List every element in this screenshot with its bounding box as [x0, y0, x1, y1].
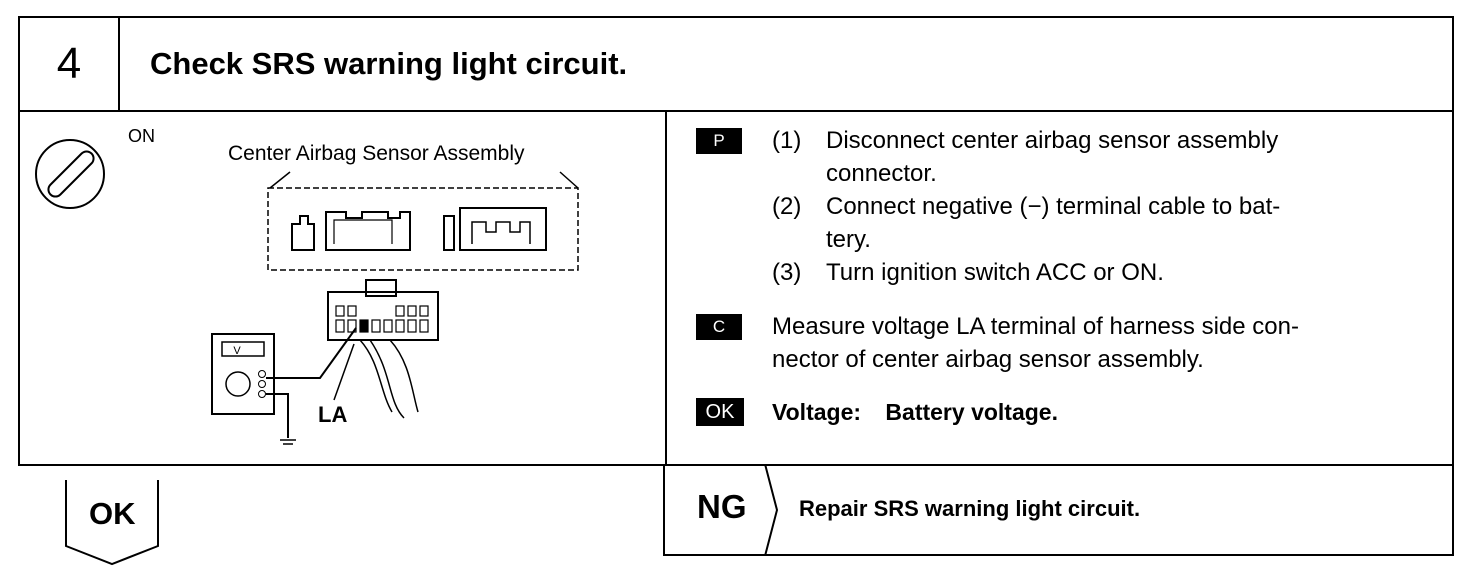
meter-v-label: V	[233, 345, 241, 357]
ground-icon	[280, 439, 296, 445]
ok-result-label: OK	[89, 496, 136, 531]
ignition-switch-icon	[35, 139, 105, 209]
prepare-steps: (1) Disconnect center airbag sensor asse…	[772, 124, 1444, 289]
ok-tag: OK	[696, 398, 744, 426]
column-divider	[665, 112, 667, 464]
ng-result-label: NG	[697, 488, 747, 525]
ng-result-box: NG Repair SRS warning light circuit.	[663, 464, 1454, 556]
prepare-tag: P	[696, 128, 742, 154]
check-tag: C	[696, 314, 742, 340]
ng-arrow-icon	[764, 464, 779, 556]
step-header: 4 Check SRS warning light circuit.	[18, 16, 1454, 112]
step-title: Check SRS warning light circuit.	[150, 46, 628, 81]
sensor-connector-icon	[267, 187, 579, 271]
terminal-la-label: LA	[318, 402, 347, 427]
step-item: (1) Disconnect center airbag sensor asse…	[772, 127, 1279, 187]
ng-action-text: Repair SRS warning light circuit.	[799, 496, 1141, 521]
check-instruction: Measure voltage LA terminal of harness s…	[772, 313, 1299, 373]
ok-arrow-icon	[65, 480, 159, 566]
connector-illustration: ON Center Airbag Sensor Assembly	[35, 126, 579, 445]
ok-specification: Voltage: Battery voltage.	[772, 399, 1058, 425]
assembly-label: Center Airbag Sensor Assembly	[228, 142, 525, 165]
harness-connector-icon	[327, 279, 439, 419]
voltmeter-icon	[211, 333, 275, 415]
step-item: (2) Connect negative (−) terminal cable …	[772, 193, 1281, 253]
step-body: ON Center Airbag Sensor Assembly	[18, 110, 1454, 466]
step-number: 4	[20, 18, 120, 110]
ignition-on-label: ON	[128, 126, 155, 146]
step-item: (3) Turn ignition switch ACC or ON.	[772, 259, 1164, 286]
